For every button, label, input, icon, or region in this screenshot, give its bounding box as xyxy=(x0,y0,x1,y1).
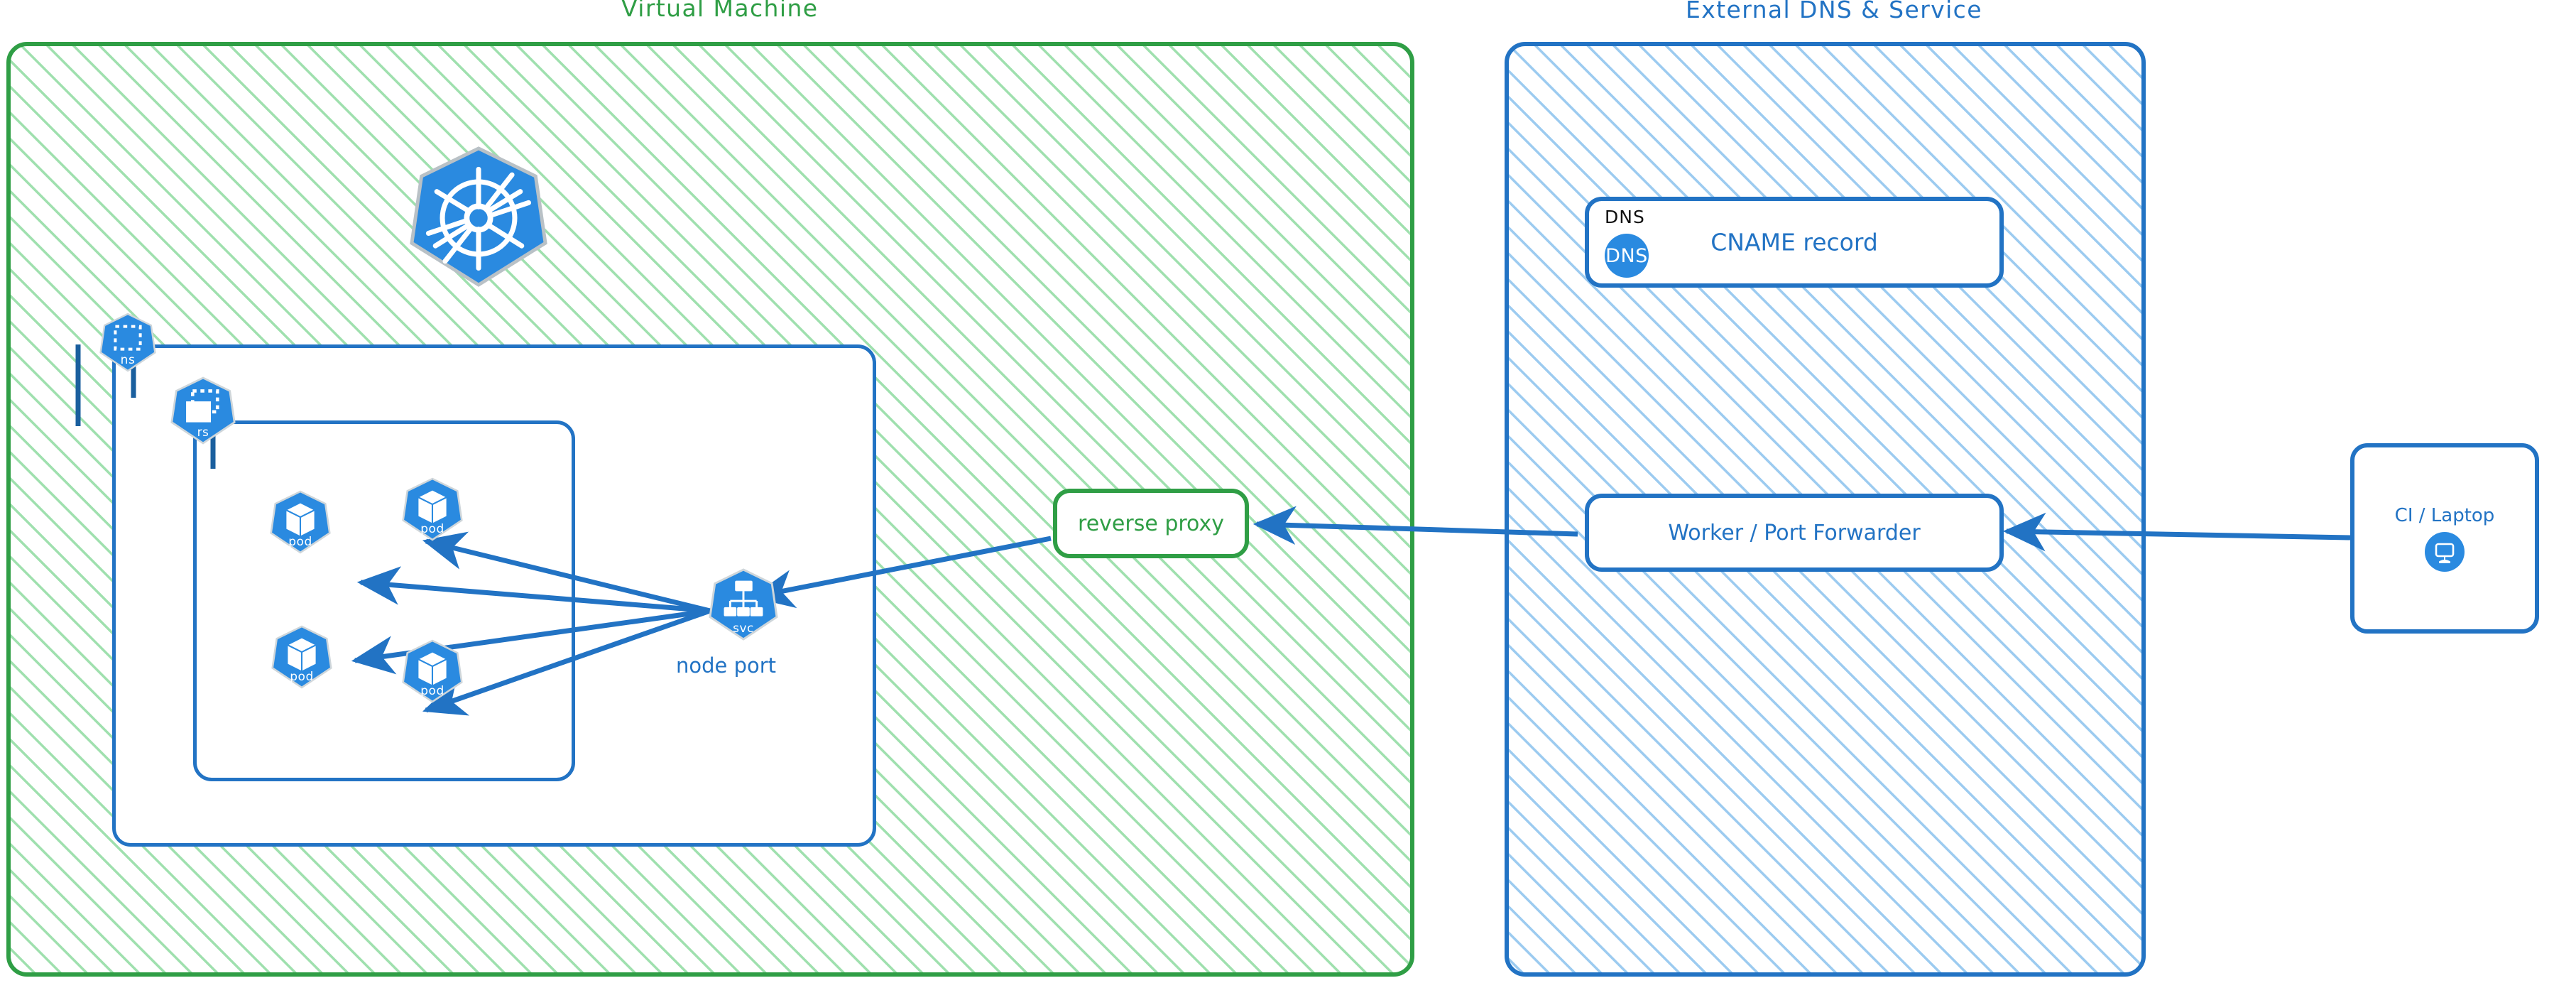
dns-tag-label: DNS xyxy=(1605,207,1645,227)
reverse-proxy-label: reverse proxy xyxy=(1078,511,1224,536)
group-title-external-dns-service: External DNS & Service xyxy=(1686,0,1982,23)
monitor-icon xyxy=(2424,532,2465,572)
edge-svc-pod-1 xyxy=(356,566,711,614)
worker-port-forwarder-box[interactable]: Worker / Port Forwarder xyxy=(1585,494,2004,572)
edge-ci-laptop-to-worker xyxy=(2002,512,2351,552)
service-icon: svc xyxy=(709,568,778,641)
node-port-label: node port xyxy=(676,653,777,678)
replicaset-icon: rs xyxy=(170,376,236,445)
edge-reverse-proxy-to-svc xyxy=(751,536,1052,609)
dns-icon: DNS xyxy=(1605,234,1649,278)
ci-laptop-box[interactable]: CI / Laptop xyxy=(2350,443,2539,634)
edge-svc-pod-2 xyxy=(422,531,711,614)
pod-icon-4: pod xyxy=(402,639,463,703)
edge-worker-to-reverse-proxy xyxy=(1252,506,1578,545)
namespace-icon: ns xyxy=(99,313,156,372)
group-title-virtual-machine: Virtual Machine xyxy=(621,0,819,22)
reverse-proxy-box[interactable]: reverse proxy xyxy=(1053,489,1249,558)
dns-cname-card[interactable]: DNS DNS CNAME record xyxy=(1585,197,2004,288)
cname-record-label: CNAME record xyxy=(1710,228,1878,256)
ci-laptop-label: CI / Laptop xyxy=(2394,505,2495,526)
pod-icon-1: pod xyxy=(270,490,331,554)
edge-svc-pod-4 xyxy=(422,608,711,716)
pod-icon-3: pod xyxy=(271,625,332,689)
kubernetes-wheel-icon xyxy=(409,146,548,288)
pod-icon-2: pod xyxy=(402,477,463,541)
worker-port-forwarder-label: Worker / Port Forwarder xyxy=(1668,520,1921,545)
